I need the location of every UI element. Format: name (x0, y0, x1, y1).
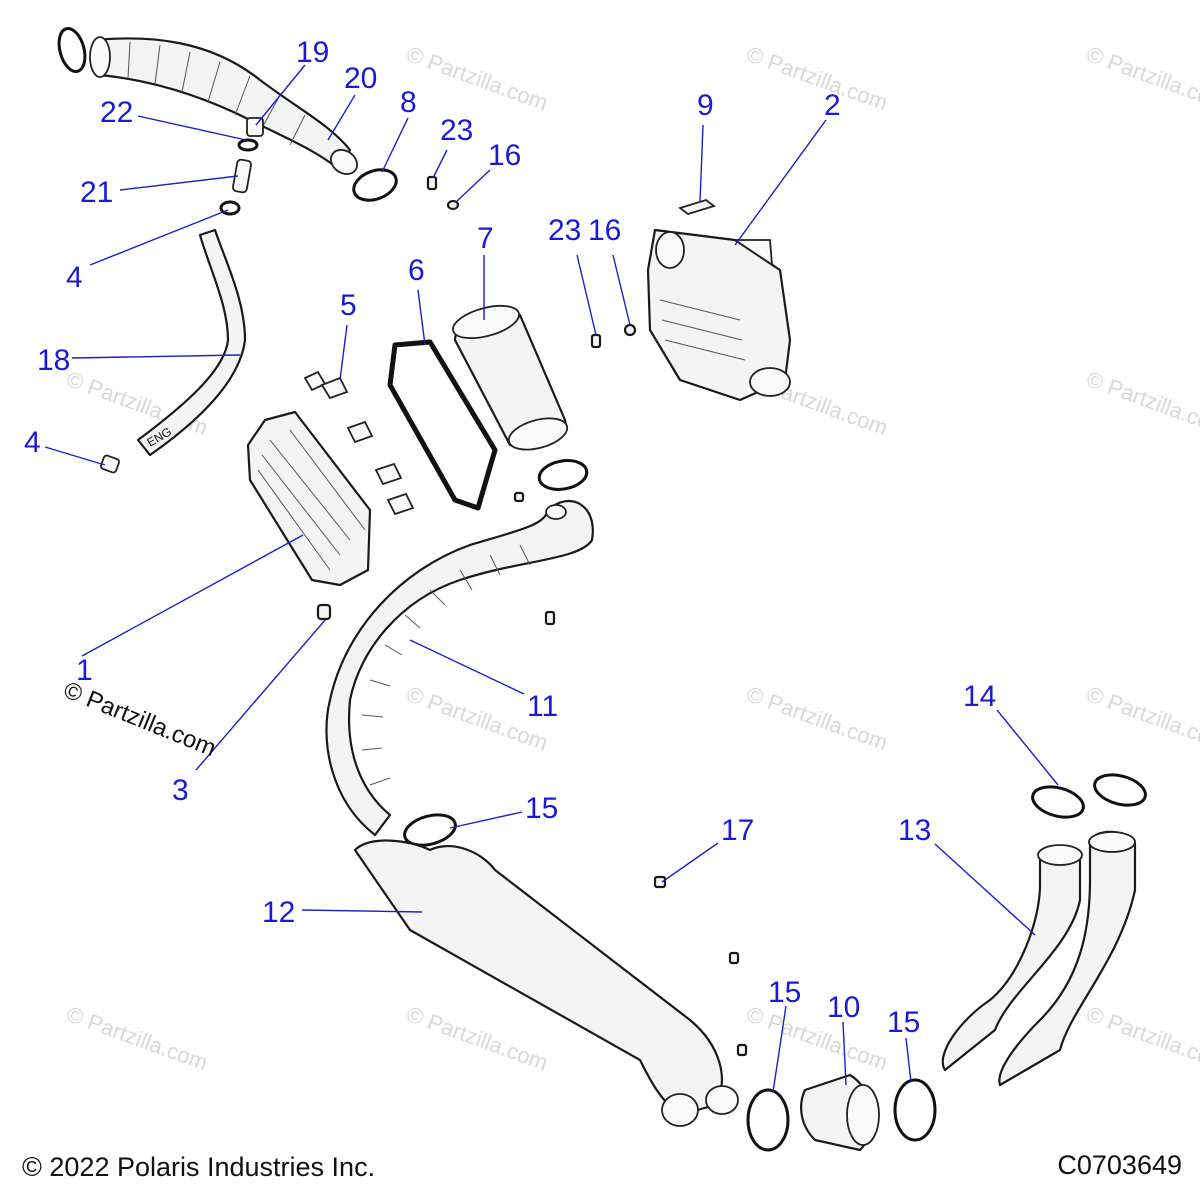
intake-duct-11 (325, 499, 594, 837)
watermark: © Partzilla.com (743, 41, 891, 115)
callout-19: 19 (296, 36, 329, 69)
callout-12: 12 (262, 896, 295, 929)
callout-16: 16 (588, 214, 621, 247)
clamp-15-lower (746, 1078, 937, 1152)
watermark: © Partzilla.com (743, 1001, 891, 1075)
callout-14: 14 (963, 680, 996, 713)
clamp-duct-11-top (537, 459, 589, 491)
watermark: © Partzilla.com (63, 1001, 211, 1075)
watermark: © Partzilla.com (743, 681, 891, 755)
clamp-15-upper (403, 813, 457, 847)
leader-lines (44, 64, 1059, 1093)
watermark: © Partzilla.com (1083, 41, 1200, 115)
watermarks: © Partzilla.com © Partzilla.com © Partzi… (63, 41, 1200, 1075)
watermark: © Partzilla.com (403, 1001, 551, 1075)
clamp-4-lower (100, 454, 120, 474)
watermark: © Partzilla.com (1083, 1001, 1200, 1075)
airbox-base (246, 410, 372, 587)
callout-20: 20 (344, 62, 377, 95)
callout-15: 15 (525, 792, 558, 825)
diagram-code: C0703649 (1057, 1150, 1182, 1180)
exhaust-duct-12 (353, 839, 739, 1127)
callout-21: 21 (80, 176, 113, 209)
outlet-tubes-13 (941, 830, 1137, 1087)
partzilla-copyright: © Partzilla.com (60, 677, 220, 763)
callout-23: 23 (548, 214, 581, 247)
callout-15: 15 (768, 976, 801, 1009)
callout-4: 4 (24, 426, 41, 459)
callout-18: 18 (37, 344, 70, 377)
clamp-8 (352, 168, 398, 202)
callout-6: 6 (408, 254, 425, 287)
callout-13: 13 (898, 814, 931, 847)
callout-4: 4 (66, 261, 83, 294)
foam-gasket-9 (678, 199, 716, 215)
clamps-14 (1031, 773, 1147, 819)
airbox-cover (646, 228, 792, 402)
callout-9: 9 (697, 89, 714, 122)
callout-16: 16 (488, 139, 521, 172)
callout-2: 2 (824, 89, 841, 122)
copyright-footer: © 2022 Polaris Industries Inc. (22, 1152, 376, 1182)
intake-duct-upper (89, 36, 358, 175)
callout-8: 8 (400, 86, 417, 119)
watermark: © Partzilla.com (1083, 366, 1200, 440)
watermark: © Partzilla.com (1083, 681, 1200, 755)
latch-clips (303, 370, 415, 516)
airbox-seal (387, 339, 498, 511)
callout-1: 1 (76, 654, 93, 687)
callout-7: 7 (477, 222, 494, 255)
fastener-17 (653, 875, 748, 1057)
watermark: © Partzilla.com (403, 41, 551, 115)
air-filter (452, 304, 569, 451)
callout-5: 5 (340, 289, 357, 322)
callout-10: 10 (827, 991, 860, 1024)
callout-17: 17 (721, 814, 754, 847)
callout-22: 22 (100, 96, 133, 129)
callout-3: 3 (172, 774, 189, 807)
callout-23: 23 (440, 114, 473, 147)
coupler-10 (800, 1073, 880, 1152)
callout-labels: 19 20 22 8 23 16 21 9 2 4 23 16 7 6 5 18… (24, 36, 996, 1039)
small-hose-parts (219, 138, 259, 216)
drain-valve (316, 603, 332, 621)
hose-clamp-top-left (57, 27, 87, 73)
callout-15: 15 (887, 1006, 920, 1039)
callout-11: 11 (527, 690, 558, 723)
